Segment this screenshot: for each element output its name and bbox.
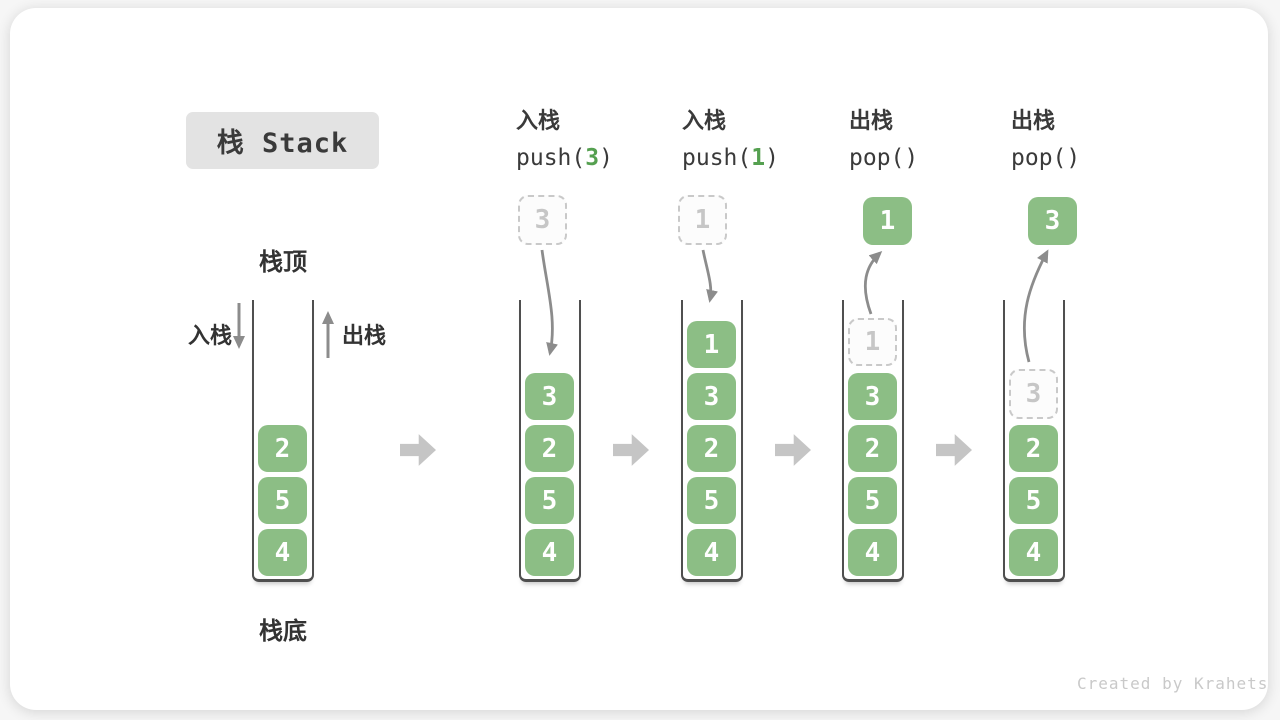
code-post: ) bbox=[599, 145, 613, 171]
stack-5-item: 5 bbox=[1009, 477, 1058, 524]
stack-4-item: 5 bbox=[848, 477, 897, 524]
code-arg: 3 bbox=[585, 145, 600, 171]
stack-3-container bbox=[681, 300, 743, 582]
stack-3-item: 1 bbox=[687, 321, 736, 368]
op-label: 出栈 bbox=[1011, 109, 1056, 134]
op-pop-3: 出栈 pop() bbox=[1011, 108, 1080, 172]
op-push-3: 入栈 push(3) bbox=[516, 108, 613, 172]
stack-5-removed-ghost: 3 bbox=[1009, 369, 1058, 419]
push-side-label: 入栈 bbox=[188, 324, 233, 349]
op-code: push(3) bbox=[516, 144, 613, 172]
stack-top-label: 栈顶 bbox=[259, 248, 307, 276]
stack-3-item: 4 bbox=[687, 529, 736, 576]
stack-5-item: 2 bbox=[1009, 425, 1058, 472]
code-pre: pop( bbox=[849, 145, 905, 171]
stack-1-item: 5 bbox=[258, 477, 307, 524]
stack-5-container bbox=[1003, 300, 1065, 582]
stack-5-popped-value: 3 bbox=[1028, 197, 1077, 245]
stack-2-item: 2 bbox=[525, 425, 574, 472]
stack-1-container bbox=[252, 300, 314, 582]
stack-3-item: 5 bbox=[687, 477, 736, 524]
pop-side-label: 出栈 bbox=[342, 324, 387, 349]
code-post: ) bbox=[904, 145, 919, 171]
op-code: pop() bbox=[1011, 144, 1080, 172]
code-post: ) bbox=[765, 145, 779, 171]
op-label: 入栈 bbox=[516, 109, 561, 134]
code-arg: 1 bbox=[751, 145, 766, 171]
code-post: ) bbox=[1066, 145, 1081, 171]
stack-4-removed-ghost: 1 bbox=[848, 318, 897, 366]
code-pre: push( bbox=[516, 145, 586, 171]
stack-3-item: 2 bbox=[687, 425, 736, 472]
op-code: push(1) bbox=[682, 144, 779, 172]
stack-3-incoming-ghost: 1 bbox=[678, 195, 727, 245]
code-pre: push( bbox=[682, 145, 752, 171]
stack-4-item: 4 bbox=[848, 529, 897, 576]
stack-2-container bbox=[519, 300, 581, 582]
op-push-1: 入栈 push(1) bbox=[682, 108, 779, 172]
stack-4-container bbox=[842, 300, 904, 582]
code-pre: pop( bbox=[1011, 145, 1067, 171]
diagram-title: 栈 Stack bbox=[186, 112, 379, 169]
op-label: 入栈 bbox=[682, 109, 727, 134]
stack-3-item: 3 bbox=[687, 373, 736, 420]
stack-4-item: 2 bbox=[848, 425, 897, 472]
stack-2-item: 3 bbox=[525, 373, 574, 420]
stack-2-incoming-ghost: 3 bbox=[518, 195, 567, 245]
stack-4-item: 3 bbox=[848, 373, 897, 420]
stack-1-item: 2 bbox=[258, 425, 307, 472]
stack-5-item: 4 bbox=[1009, 529, 1058, 576]
op-code: pop() bbox=[849, 144, 918, 172]
stack-4-popped-value: 1 bbox=[863, 197, 912, 245]
stack-2-item: 5 bbox=[525, 477, 574, 524]
op-pop-1: 出栈 pop() bbox=[849, 108, 918, 172]
op-label: 出栈 bbox=[849, 109, 894, 134]
stack-bottom-label: 栈底 bbox=[259, 617, 307, 645]
stack-1-item: 4 bbox=[258, 529, 307, 576]
watermark: Created by Krahets bbox=[1077, 674, 1269, 693]
stack-2-item: 4 bbox=[525, 529, 574, 576]
